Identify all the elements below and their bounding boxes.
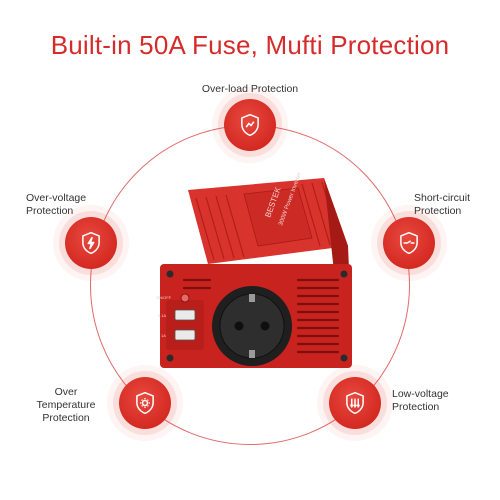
- power-inverter-image: BESTEK 300W Power Inverter ON/OFF 2.1A 1…: [156, 172, 352, 368]
- short-circuit-label: Short-circuit Protection: [414, 192, 471, 217]
- temperature-shield-icon: [119, 377, 171, 429]
- ac-socket-face: [219, 293, 285, 359]
- usb-port-1: [174, 309, 196, 321]
- inverter-label-plate: [243, 187, 313, 247]
- overload-label: Over-load Protection: [201, 83, 299, 95]
- port-label-usb1: 2.1A: [158, 313, 167, 318]
- ground-clip-bottom: [249, 350, 255, 358]
- usb-port-2: [174, 329, 196, 341]
- low-voltage-shield-icon: [329, 377, 381, 429]
- headline: Built-in 50A Fuse, Mufti Protection: [50, 30, 450, 60]
- socket-pin-hole-right: [260, 321, 270, 331]
- port-label-onoff: ON/OFF: [156, 295, 172, 300]
- socket-pin-hole-left: [234, 321, 244, 331]
- over-voltage-label: Over-voltage Protection: [26, 192, 87, 217]
- over-voltage-shield-icon: [65, 217, 117, 269]
- power-button-icon: [180, 293, 190, 303]
- ground-clip-top: [249, 294, 255, 302]
- over-temperature-label: Over Temperature Protection: [36, 386, 96, 424]
- overload-shield-icon: [224, 99, 276, 151]
- inverter-screws: [166, 270, 348, 362]
- inverter-vents: [182, 278, 340, 354]
- low-voltage-label: Low-voltage Protection: [392, 388, 449, 413]
- port-label-usb2: 1A: [161, 333, 166, 338]
- inverter-port-panel: [166, 300, 204, 350]
- short-circuit-shield-icon: [383, 217, 435, 269]
